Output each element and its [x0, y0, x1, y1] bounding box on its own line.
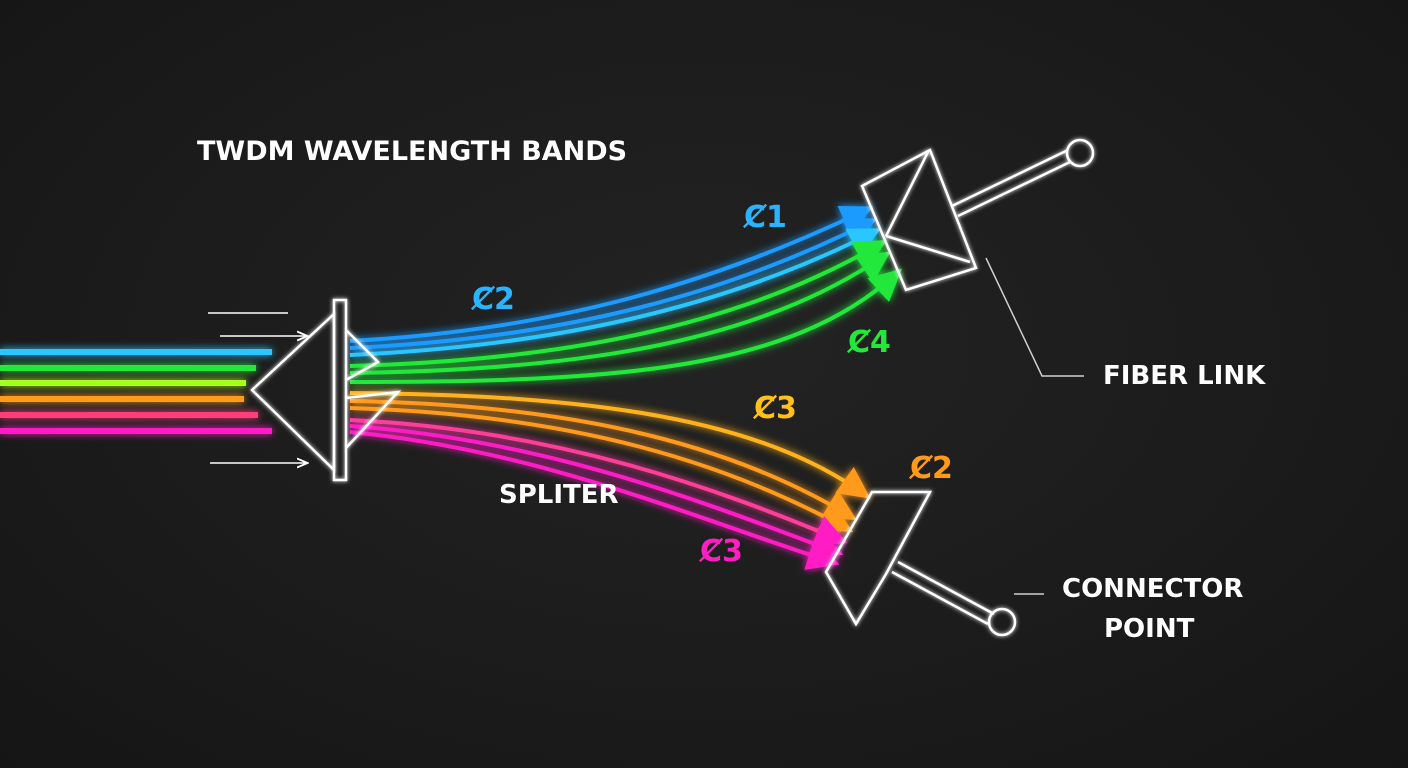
fiber-cable-1 — [951, 148, 1069, 208]
splitter-label: SPLITER — [499, 480, 619, 510]
channel-label-upper-2: Ȼ2 — [470, 282, 515, 317]
beam-yellow-1 — [349, 391, 871, 499]
splitter-inner-edge — [345, 329, 381, 382]
connector-label-line1: CONNECTOR — [1062, 574, 1243, 604]
fiber-link-leader — [985, 257, 1084, 377]
beam-green-3 — [349, 268, 902, 384]
channel-label-lower-2: Ȼ2 — [908, 451, 953, 486]
upper-beams — [349, 205, 902, 384]
fiber-end-connector — [1065, 138, 1095, 168]
connector-end — [987, 607, 1017, 637]
channel-label-upper-1: Ȼ1 — [742, 200, 787, 235]
beam-magenta-1 — [349, 424, 844, 559]
splitter-triangle — [250, 311, 336, 473]
beam-pink-1 — [349, 418, 848, 546]
beam-green-2 — [349, 251, 891, 375]
diagram-title: TWDM WAVELENGTH BANDS — [197, 136, 627, 167]
channel-label-upper-4: Ȼ4 — [846, 325, 891, 360]
beam-orange-1 — [349, 399, 857, 521]
channel-label-lower-3-orange: Ȼ3 — [752, 391, 797, 426]
callouts — [985, 257, 1084, 595]
fiber-prism-inner — [884, 151, 930, 237]
connector-cable-2 — [891, 570, 989, 626]
connector-cable-1 — [897, 560, 995, 616]
fiber-prism-outer — [860, 148, 978, 292]
fiber-link-receiver — [860, 138, 1095, 292]
lower-beams — [349, 391, 871, 570]
beam-green-1 — [349, 239, 887, 368]
connector-receiver — [824, 490, 1017, 637]
fiber-cable-2 — [957, 160, 1071, 218]
input-beams — [0, 349, 272, 434]
connector-label-line2: POINT — [1104, 614, 1195, 644]
beam-cyan-1 — [349, 228, 882, 357]
splitter-plate — [332, 298, 348, 482]
fiber-link-label: FIBER LINK — [1103, 361, 1266, 391]
connector-prism — [824, 490, 933, 627]
beam-blue-2 — [349, 218, 878, 350]
splitter-inner-edge-lower — [345, 390, 402, 449]
fiber-prism-inner-2 — [885, 234, 971, 264]
input-arrows — [208, 312, 306, 463]
beam-blue-1 — [349, 205, 874, 343]
beam-orange-2 — [349, 406, 854, 532]
beam-magenta-2 — [349, 430, 840, 570]
splitter-prism — [250, 298, 402, 482]
channel-label-lower-3-magenta: Ȼ3 — [698, 534, 743, 569]
